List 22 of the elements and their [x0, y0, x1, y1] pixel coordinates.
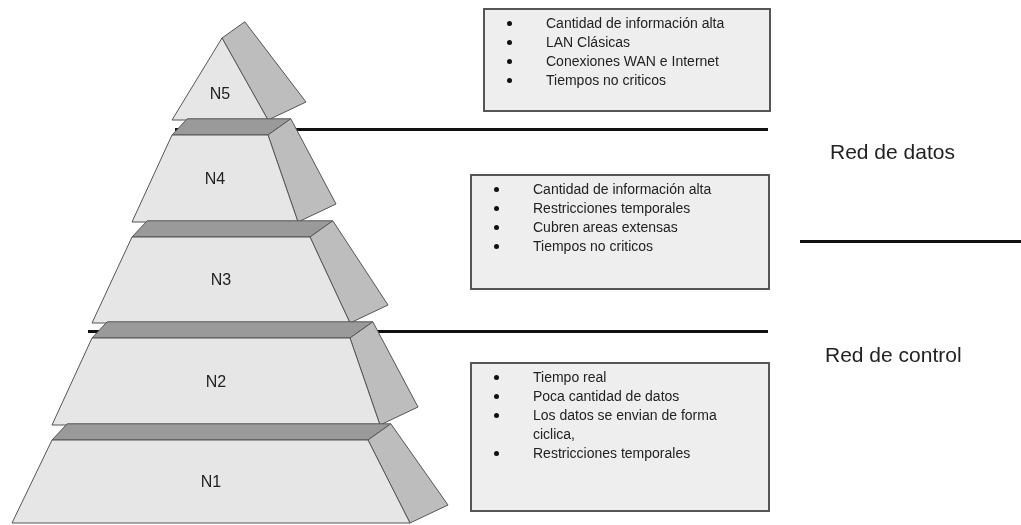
bullet-text: Restricciones temporales	[533, 444, 691, 463]
level-label: N2	[205, 372, 227, 391]
bullet-text: Tiempos no criticos	[533, 237, 654, 256]
level-label: N5	[209, 85, 231, 103]
level-label: N4	[204, 169, 226, 188]
text-box	[483, 8, 771, 112]
text-box	[470, 362, 770, 512]
bullet-text: Conexiones WAN e Internet	[546, 52, 719, 71]
level-label: N3	[210, 271, 232, 289]
bullet-text: Tiempo real	[533, 368, 607, 387]
text-box	[470, 174, 770, 290]
bullet-text: LAN Clásicas	[546, 33, 631, 52]
bullet-text: Poca cantidad de datos	[533, 387, 680, 406]
bullet-text: Los datos se envian de forma ciclica,	[533, 406, 718, 444]
bullet-text: Tiempos no criticos	[546, 71, 667, 90]
bullet-text: Restricciones temporales	[533, 199, 691, 218]
section-label: Red de control	[825, 343, 962, 367]
bullet-text: Cantidad de información alta	[533, 180, 712, 199]
section-label: Red de datos	[830, 140, 955, 164]
bullet-text: Cubren areas extensas	[533, 218, 678, 237]
bullet-text: Cantidad de información alta	[546, 14, 725, 33]
level-label: N1	[200, 472, 222, 491]
